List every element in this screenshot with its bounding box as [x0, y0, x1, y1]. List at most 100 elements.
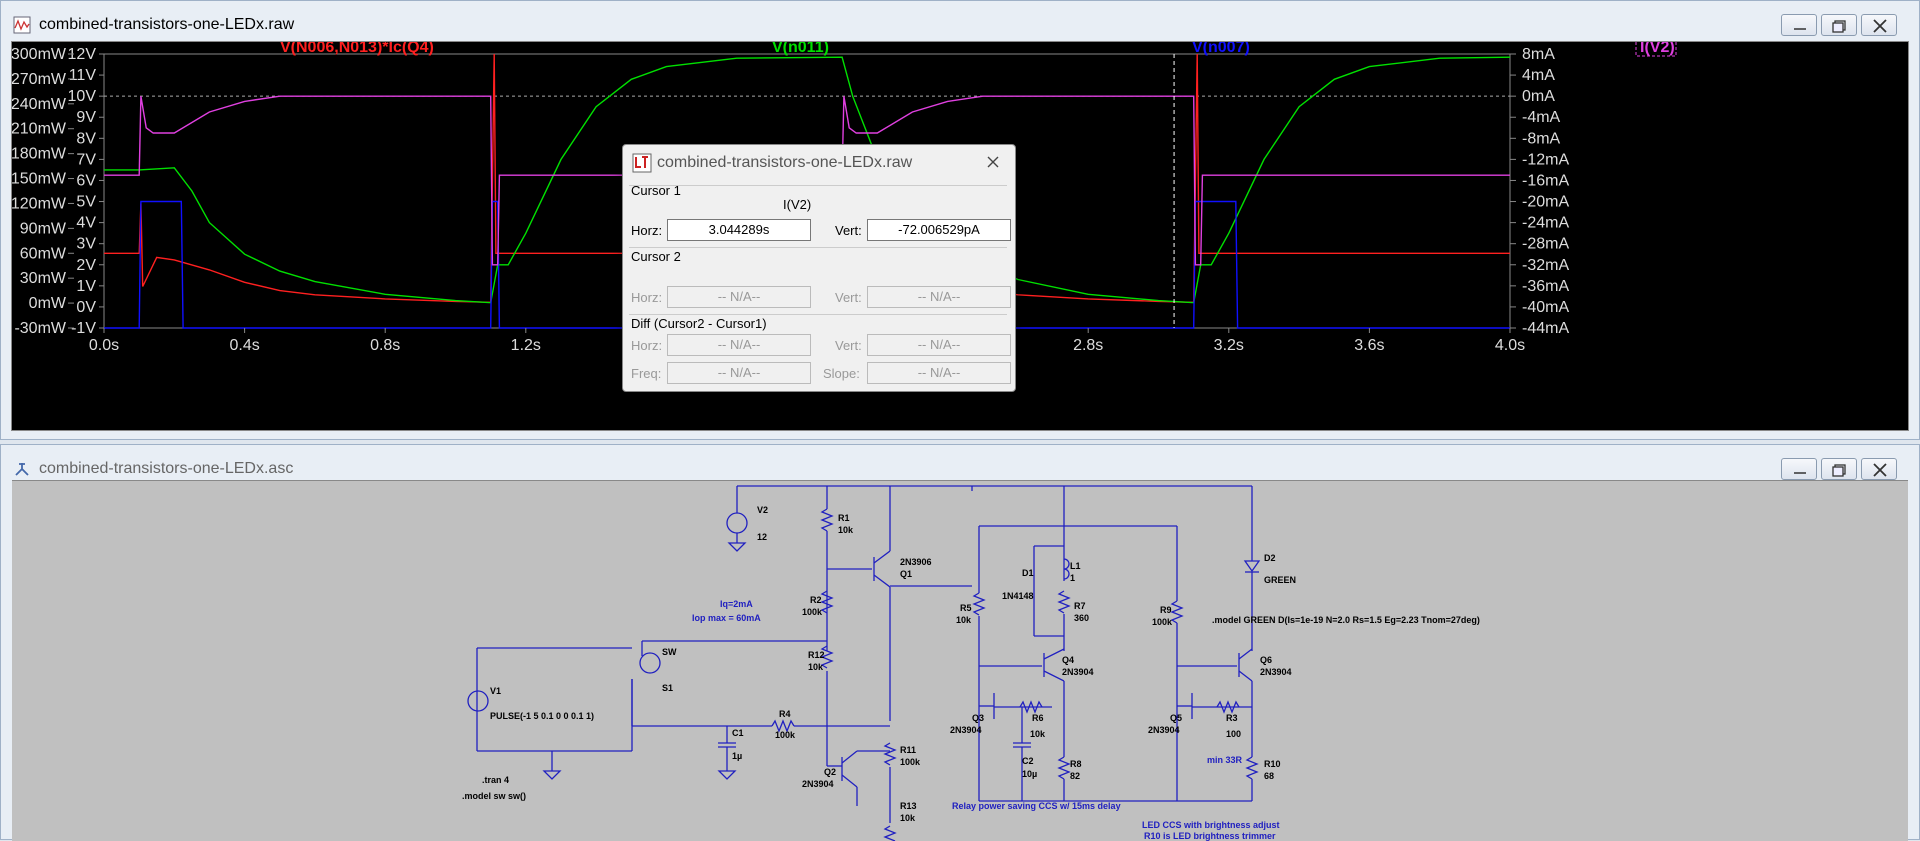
- current-tick-label: -8mA: [1522, 130, 1561, 147]
- volt-tick-label: 10V: [68, 88, 97, 105]
- volt-tick-label: 0V: [76, 299, 96, 316]
- dialog-separator: [629, 247, 1007, 248]
- current-tick-label: -24mA: [1522, 215, 1569, 232]
- svg-text:Q4: Q4: [1062, 655, 1074, 665]
- power-tick-label: 180mW: [12, 146, 67, 163]
- power-tick-label: -30mW: [14, 320, 66, 337]
- current-tick-label: -40mA: [1522, 299, 1569, 316]
- svg-text:10k: 10k: [956, 615, 972, 625]
- maximize-button[interactable]: [1821, 458, 1857, 480]
- svg-text:R10 is LED brightness trimmer: R10 is LED brightness trimmer: [1144, 831, 1276, 841]
- cursor2-vert-field: -- N/A--: [867, 286, 1011, 308]
- svg-text:R5: R5: [960, 603, 972, 613]
- volt-tick-label: 2V: [76, 257, 96, 274]
- power-tick-label: 210mW: [12, 121, 67, 138]
- time-tick-label: 2.8s: [1073, 337, 1103, 354]
- svg-text:R9: R9: [1160, 605, 1172, 615]
- volt-tick-label: 11V: [69, 67, 97, 84]
- cursor1-trace-label: I(V2): [783, 197, 812, 212]
- svg-text:.model GREEN D(Is=1e-19 N=2.0: .model GREEN D(Is=1e-19 N=2.0 Rs=1.5 Eg=…: [1212, 615, 1480, 625]
- svg-text:min 33R: min 33R: [1207, 755, 1243, 765]
- trace-line[interactable]: [104, 56, 1511, 304]
- schematic-window-titlebar[interactable]: combined-transistors-one-LEDx.asc: [1, 445, 1919, 495]
- svg-text:D1: D1: [1022, 568, 1034, 578]
- svg-text:100k: 100k: [1152, 617, 1173, 627]
- cursor1-section-label: Cursor 1: [631, 183, 681, 198]
- svg-text:.model sw sw(): .model sw sw(): [462, 791, 526, 801]
- svg-text:R12: R12: [808, 650, 825, 660]
- svg-text:2N3904: 2N3904: [1062, 667, 1094, 677]
- svg-text:R1: R1: [838, 513, 850, 523]
- svg-text:Q5: Q5: [1170, 713, 1182, 723]
- restore-icon: [1832, 20, 1846, 33]
- svg-text:Q1: Q1: [900, 569, 912, 579]
- svg-text:10µ: 10µ: [1022, 769, 1037, 779]
- dialog-close-button[interactable]: [979, 151, 1007, 175]
- svg-text:.tran 4: .tran 4: [482, 775, 509, 785]
- volt-tick-label: 8V: [76, 130, 96, 147]
- trace-legend-label[interactable]: V(n011): [772, 42, 829, 56]
- power-tick-label: 120mW: [12, 195, 67, 212]
- cursor1-horz-field[interactable]: 3.044289s: [667, 219, 811, 241]
- trace-legend-label[interactable]: V(N006,N013)*Ic(Q4): [280, 42, 434, 56]
- svg-text:R10: R10: [1264, 759, 1281, 769]
- svg-text:PULSE(-1 5 0.1 0 0 0.1 1): PULSE(-1 5 0.1 0 0 0.1 1): [490, 711, 594, 721]
- cursor-dialog-title: combined-transistors-one-LEDx.raw: [657, 154, 913, 171]
- svg-text:100k: 100k: [802, 607, 823, 617]
- volt-tick-label: 9V: [76, 109, 96, 126]
- current-tick-label: 0mA: [1522, 88, 1555, 105]
- svg-text:SW: SW: [662, 647, 677, 657]
- svg-text:Q6: Q6: [1260, 655, 1272, 665]
- cursor2-vert-label: Vert:: [835, 290, 862, 305]
- plot-legend: V(N006,N013)*Ic(Q4) V(n011) V(n007) I(V2): [280, 42, 1677, 57]
- schematic-canvas[interactable]: V2 12 R1 10k 2N3906 Q1 R2 100k R12 10k S…: [12, 480, 1908, 841]
- power-tick-label: 60mW: [20, 245, 67, 262]
- power-tick-label: 150mW: [12, 171, 67, 188]
- volt-tick-label: 3V: [76, 236, 96, 253]
- cursor2-section-label: Cursor 2: [631, 249, 681, 264]
- svg-text:12: 12: [757, 532, 767, 542]
- svg-text:R6: R6: [1032, 713, 1044, 723]
- svg-text:10k: 10k: [1030, 729, 1046, 739]
- svg-text:68: 68: [1264, 771, 1274, 781]
- cursor1-vert-field[interactable]: -72.006529pA: [867, 219, 1011, 241]
- volt-tick-label: 5V: [76, 194, 96, 211]
- minimize-button[interactable]: [1781, 14, 1817, 36]
- current-tick-label: -12mA: [1522, 151, 1569, 168]
- current-tick-label: -32mA: [1522, 257, 1569, 274]
- minimize-icon: [1794, 28, 1806, 30]
- svg-text:100k: 100k: [900, 757, 921, 767]
- svg-text:Iq=2mA: Iq=2mA: [720, 599, 753, 609]
- maximize-button[interactable]: [1821, 14, 1857, 36]
- diff-horz-field: -- N/A--: [667, 334, 811, 356]
- svg-text:R4: R4: [779, 709, 791, 719]
- current-tick-label: -44mA: [1522, 320, 1569, 337]
- close-icon: [987, 156, 999, 168]
- volt-tick-label: 6V: [76, 172, 96, 189]
- close-button[interactable]: [1861, 458, 1897, 480]
- schematic-drawing[interactable]: V2 12 R1 10k 2N3906 Q1 R2 100k R12 10k S…: [12, 481, 1908, 841]
- trace-legend-label[interactable]: V(n007): [1192, 42, 1250, 56]
- minimize-button[interactable]: [1781, 458, 1817, 480]
- schematic-comments: Iq=2mA Iop max = 60mA Relay power saving…: [692, 599, 1280, 841]
- cursor1-vert-label: Vert:: [835, 223, 862, 238]
- trace-legend-label[interactable]: I(V2): [1640, 42, 1675, 56]
- svg-text:GREEN: GREEN: [1264, 575, 1296, 585]
- power-tick-label: 30mW: [20, 270, 67, 287]
- plot-window-titlebar[interactable]: combined-transistors-one-LEDx.raw: [1, 1, 1919, 51]
- current-tick-label: -28mA: [1522, 236, 1569, 253]
- time-tick-label: 3.2s: [1214, 337, 1244, 354]
- svg-text:R13: R13: [900, 801, 917, 811]
- close-icon: [1873, 19, 1887, 33]
- svg-text:R7: R7: [1074, 601, 1086, 611]
- schematic-app-icon: [15, 463, 29, 476]
- time-tick-label: 0.0s: [89, 337, 119, 354]
- svg-text:100: 100: [1226, 729, 1241, 739]
- close-button[interactable]: [1861, 14, 1897, 36]
- svg-text:C1: C1: [732, 728, 744, 738]
- waveform-app-icon: [13, 16, 31, 34]
- svg-text:S1: S1: [662, 683, 673, 693]
- volt-tick-label: -1V: [71, 320, 96, 337]
- svg-text:2N3904: 2N3904: [802, 779, 834, 789]
- diff-horz-label: Horz:: [631, 338, 663, 353]
